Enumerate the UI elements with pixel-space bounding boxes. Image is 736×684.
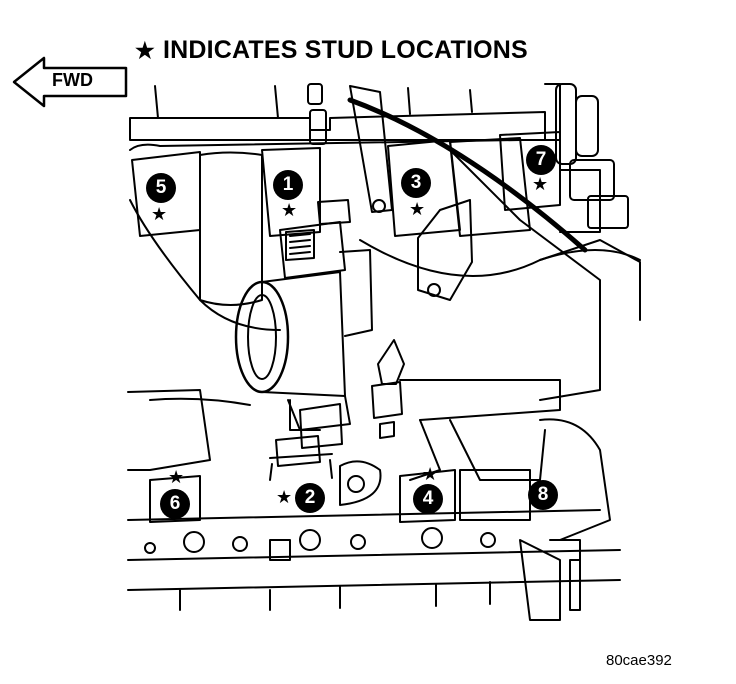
stud-marker-3: 3	[401, 168, 431, 198]
bracket	[372, 199, 473, 301]
figure-id: 80cae392	[606, 652, 672, 669]
lower-manifold	[127, 379, 621, 621]
title: ★ INDICATES STUD LOCATIONS	[135, 36, 528, 65]
stud-marker-6: 6	[160, 489, 190, 519]
stud-location-star-icon: ★	[276, 487, 293, 508]
stud-marker-7: 7	[526, 145, 556, 175]
stud-star-icon: ★	[135, 38, 155, 63]
stud-location-star-icon: ★	[168, 467, 185, 488]
stud-marker-1: 1	[273, 170, 303, 200]
stud-marker-5: 5	[146, 173, 176, 203]
forward-arrow-icon	[12, 56, 128, 108]
upper-runners	[129, 131, 641, 401]
stud-marker-8: 8	[528, 480, 558, 510]
forward-label: FWD	[52, 70, 93, 90]
upper-manifold	[129, 83, 629, 253]
stud-location-star-icon: ★	[409, 199, 426, 220]
stud-marker-2: 2	[295, 483, 325, 513]
stud-location-star-icon: ★	[151, 204, 168, 225]
title-text: INDICATES STUD LOCATIONS	[162, 36, 528, 64]
stud-marker-4: 4	[413, 484, 443, 514]
stud-location-star-icon: ★	[281, 200, 298, 221]
stud-location-star-icon: ★	[532, 174, 549, 195]
throttle-body	[234, 199, 405, 481]
stud-location-star-icon: ★	[422, 464, 439, 485]
